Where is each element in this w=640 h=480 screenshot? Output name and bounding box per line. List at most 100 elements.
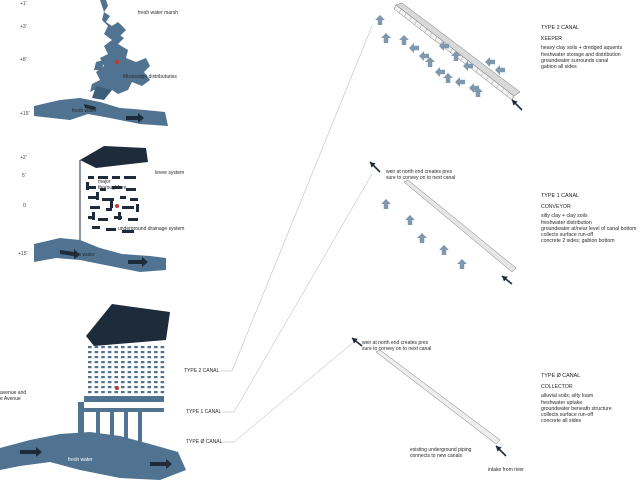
canal-segment [121, 371, 125, 374]
canal-segment [88, 376, 92, 379]
canal-segment [127, 361, 132, 364]
canal-segment [101, 391, 105, 394]
canal-segment [160, 366, 165, 369]
drainage-label: underground drainage system [118, 226, 185, 232]
canal-title: TYPE 1 CANAL [541, 193, 580, 199]
feeder-canal [138, 412, 142, 448]
gabion-rib [414, 20, 417, 25]
flow-arrow [439, 245, 449, 255]
gabion-rib [404, 12, 407, 17]
site-marker-2 [115, 204, 119, 208]
city-block [112, 176, 120, 179]
canal-segment [101, 381, 105, 384]
canal-segment [88, 356, 92, 359]
direction-arrow [352, 338, 358, 344]
canal-segment [101, 351, 105, 354]
canal-segment [121, 381, 125, 384]
canal-segment [121, 366, 125, 369]
canal-segment [140, 386, 145, 389]
canal-segment [94, 366, 99, 369]
canal-type0-description: TYPE Ø CANAL COLLECTOR alluvial soils; s… [541, 373, 612, 424]
city-block [130, 198, 138, 201]
canal-segment [114, 381, 118, 384]
city-block [136, 204, 139, 212]
city-block [122, 230, 134, 233]
flow-arrow [409, 43, 419, 53]
canal-segment [127, 381, 132, 384]
elevation-label: +1' [20, 1, 27, 7]
city-block [112, 186, 122, 189]
canal-segment [101, 376, 105, 379]
canal-segment [134, 366, 138, 369]
canal-segment [114, 391, 118, 394]
elevation-label: 0 [23, 203, 26, 209]
canal-segment [134, 376, 138, 379]
canal-network-map [0, 304, 186, 480]
gabion-rib [409, 16, 412, 21]
avenue-label: avenue and e Avenue [0, 390, 27, 402]
city-block [98, 176, 108, 179]
canal-line: alluvial soils; silty loam [541, 393, 594, 400]
levee-label: levee system [155, 170, 185, 176]
canal-segment [94, 346, 99, 349]
canal-segment [101, 356, 105, 359]
city-block [122, 206, 134, 209]
flow-arrow [405, 215, 415, 225]
canal-segment [154, 376, 158, 379]
canal-line: silty clay + clay soils [541, 213, 588, 220]
canal-segment [101, 371, 105, 374]
canal-line: groundwater surrounds canal [541, 57, 609, 64]
canal-segment [147, 366, 151, 369]
canal-segment [147, 356, 151, 359]
elevation-label: +2' [20, 155, 27, 161]
canal-segment [154, 351, 158, 354]
canal-segment [140, 381, 145, 384]
canal-segment [154, 386, 158, 389]
flow-arrow [463, 61, 473, 71]
canal-segment [160, 361, 165, 364]
direction-arrow [496, 446, 502, 452]
elevation-label: +8' [20, 57, 27, 63]
city-block [86, 186, 96, 189]
canal-segment [121, 361, 125, 364]
flow-arrow [455, 77, 465, 87]
city-block [88, 196, 96, 199]
elevation-label: +15' [20, 111, 30, 117]
gabion-rib [475, 68, 479, 73]
canal-segment [127, 376, 132, 379]
canal-line: concrete all sides [541, 418, 582, 425]
canal-segment [127, 386, 132, 389]
flow-arrow [399, 35, 409, 45]
canal-segment [140, 356, 145, 359]
city-block [120, 196, 126, 199]
canal-segment [114, 371, 118, 374]
city-block [96, 192, 99, 200]
piping-note: existing underground piping connects to … [410, 447, 472, 459]
canal-segment [88, 366, 92, 369]
city-block [90, 206, 100, 209]
canal-segment [94, 381, 99, 384]
canal-line: heavy clay soils + dredged aquents [541, 45, 623, 52]
canal-segment [107, 371, 112, 374]
flow-arrow [443, 73, 453, 83]
weir-note: weir at north end creates pres sure to c… [362, 340, 432, 352]
canal-segment [107, 391, 112, 394]
canal-segment [88, 391, 92, 394]
canal-segment [134, 391, 138, 394]
fresh-water-label: fresh water [68, 457, 93, 463]
river-3 [0, 432, 186, 480]
city-block [102, 198, 114, 201]
city-block [126, 188, 136, 191]
canal-line: collects surface run-off [541, 232, 594, 239]
canal-segment [121, 391, 125, 394]
canal-segment [154, 371, 158, 374]
canal-title: TYPE 2 CANAL [541, 25, 580, 31]
canal-segment [127, 366, 132, 369]
canal-segment [127, 356, 132, 359]
canal-segment [140, 371, 145, 374]
canal-line: freshwater distribution [541, 219, 592, 226]
city-block [98, 218, 108, 221]
leader-type1: TYPE 1 CANAL [186, 409, 222, 415]
site-marker-3 [115, 386, 119, 390]
city-block [124, 176, 136, 179]
